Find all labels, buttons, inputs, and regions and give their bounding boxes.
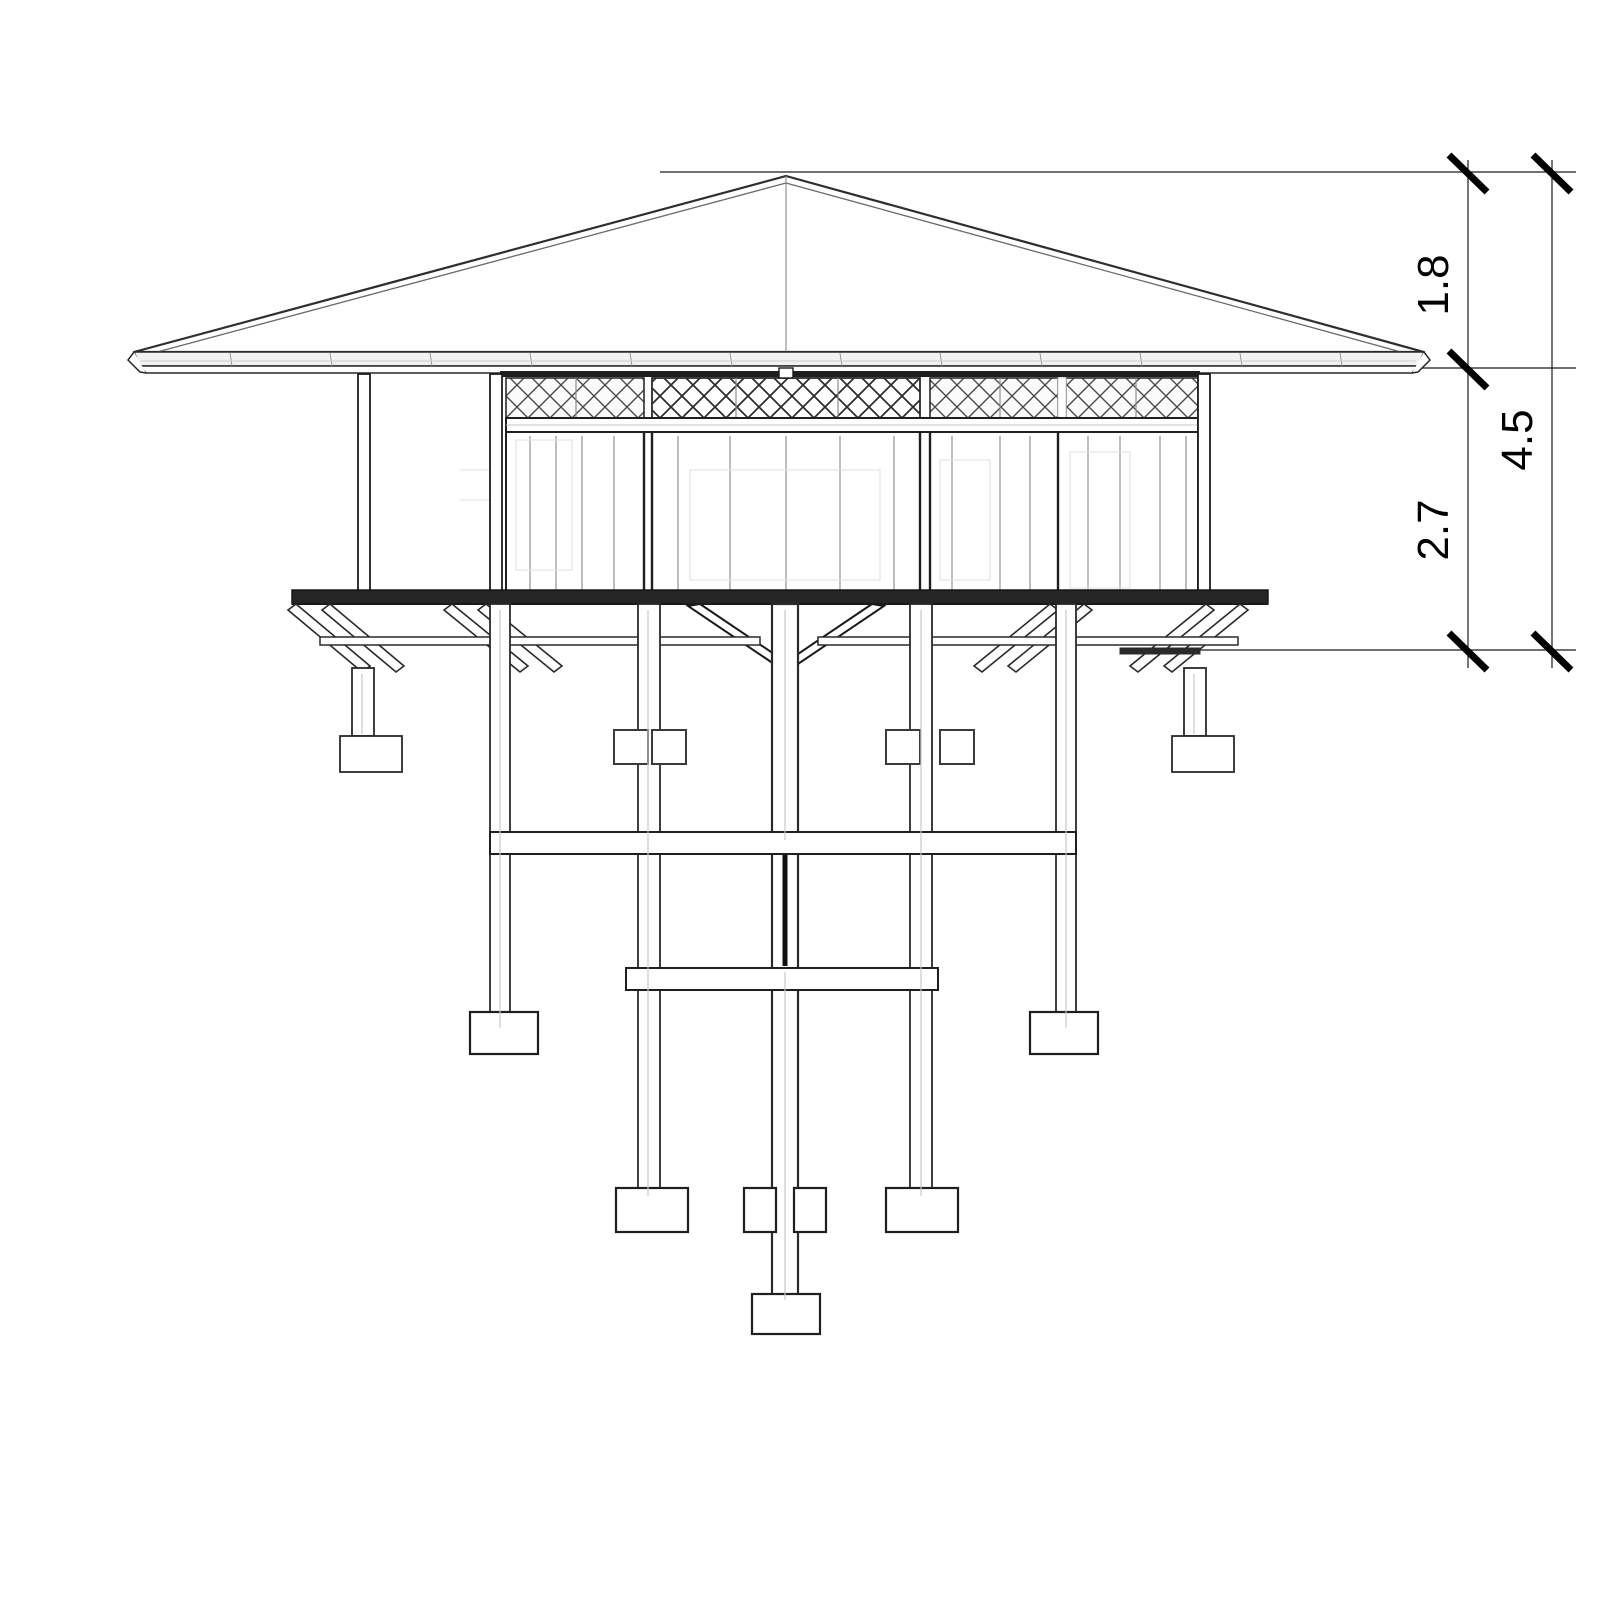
dimension-block: 1.8 2.7 4.5 xyxy=(660,152,1576,673)
footing-center-deep xyxy=(750,1292,822,1336)
glazed-wall xyxy=(460,431,1199,597)
pad-footing-right-outer xyxy=(1171,735,1235,773)
dimension-label-wall-height: 2.7 xyxy=(1409,499,1458,560)
deck-assembly xyxy=(291,589,1269,605)
window-ghost-reflections xyxy=(460,439,1131,589)
screen-panel-2 xyxy=(651,377,921,419)
dimension-vertical-lines xyxy=(1467,160,1553,668)
roof-eave-return-right xyxy=(1411,351,1431,374)
footing-block-c xyxy=(885,729,921,765)
footing-center-block-left xyxy=(742,1186,778,1234)
footing-left-mid xyxy=(468,1010,540,1056)
veranda-post-right-inner xyxy=(1197,373,1211,597)
tick-inner-eave xyxy=(1446,348,1490,391)
column-inner-lines xyxy=(361,610,1195,1300)
underdeck-rail-accent xyxy=(1119,647,1201,655)
roof-assembly xyxy=(127,174,1431,374)
column-left-inner xyxy=(637,603,661,1201)
deck-slab xyxy=(291,589,1269,605)
window-mullions-heavy xyxy=(642,432,1060,596)
curtain-wall-frame xyxy=(505,431,1199,597)
footing-right-inner xyxy=(884,1186,960,1234)
tick-inner-bottom xyxy=(1446,630,1490,673)
dimension-label-total-height: 4.5 xyxy=(1493,409,1542,470)
tick-inner-top xyxy=(1446,152,1490,195)
tie-beam-upper xyxy=(489,831,1077,855)
footing-right-mid xyxy=(1028,1010,1100,1056)
underdeck-rail-right xyxy=(817,636,1239,646)
underdeck-rail-left xyxy=(319,636,761,646)
footing-block-b xyxy=(651,729,687,765)
veranda-post-left-outer xyxy=(357,373,371,595)
screen-panel-3 xyxy=(929,377,1059,419)
veranda-posts xyxy=(357,373,1211,597)
screen-panel-4 xyxy=(1065,377,1199,419)
dimension-label-roof-height: 1.8 xyxy=(1409,254,1458,315)
underdeck-rails xyxy=(319,636,1239,655)
footing-block-d xyxy=(939,729,975,765)
footing-center-block-right xyxy=(792,1186,828,1234)
veranda-post-left-inner xyxy=(489,373,503,595)
roof-sheeting-ribs xyxy=(229,352,1343,367)
roof-eave-return-left xyxy=(127,351,147,374)
window-glazing-bars xyxy=(529,436,1187,594)
stub-column-left xyxy=(351,667,375,737)
tick-outer-bottom xyxy=(1530,630,1574,673)
dimension-ticks xyxy=(1446,152,1574,673)
mid-level-footings xyxy=(613,729,975,765)
lower-frame-tie-beams xyxy=(489,831,1077,991)
roof-inner-ridge-line xyxy=(145,182,1413,356)
screen-panel-1 xyxy=(505,377,645,419)
ridge-underside-mark xyxy=(778,367,794,379)
pad-footing-left-outer xyxy=(339,735,403,773)
screen-gap-mullion xyxy=(1057,377,1067,419)
tick-outer-top xyxy=(1530,152,1574,195)
footing-left-inner xyxy=(614,1186,690,1234)
footing-block-a xyxy=(613,729,649,765)
clerestory-band xyxy=(500,367,1200,433)
tie-beam-lower xyxy=(625,967,939,991)
screen-subdivisions xyxy=(575,378,1137,418)
clerestory-head-plate xyxy=(500,371,1200,377)
stub-column-right xyxy=(1183,667,1207,737)
roof-fascia-band xyxy=(132,351,1426,367)
lower-tier-footings xyxy=(468,1010,1100,1336)
